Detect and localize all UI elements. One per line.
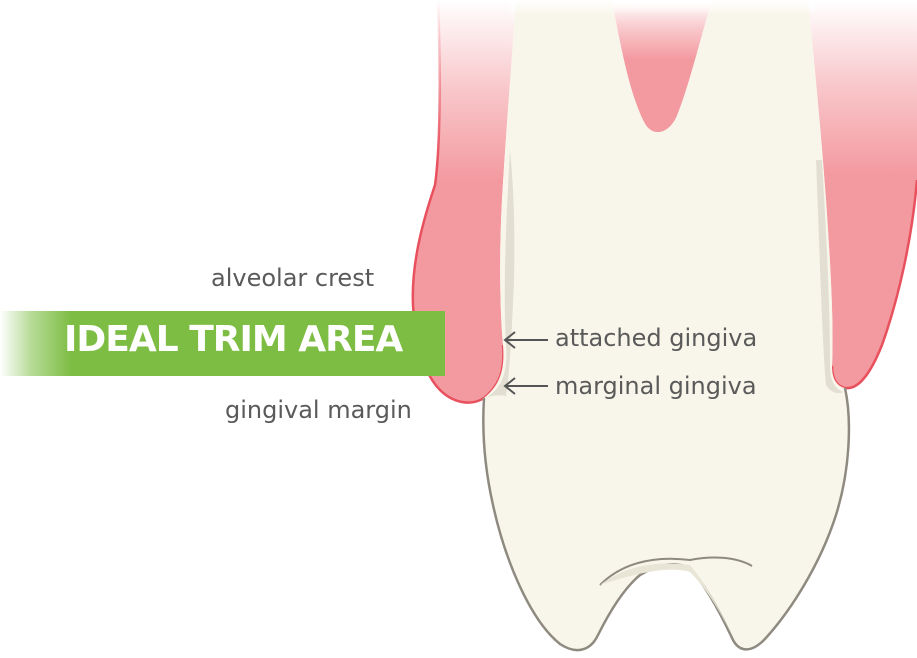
tooth-top-fade <box>510 0 815 100</box>
ideal-trim-area-label: IDEAL TRIM AREA <box>64 322 402 358</box>
attached-gingiva-label: attached gingiva <box>555 326 757 350</box>
marginal-gingiva-label: marginal gingiva <box>555 374 757 398</box>
gingival-margin-label: gingival margin <box>225 398 412 422</box>
alveolar-crest-label: alveolar crest <box>211 266 374 290</box>
